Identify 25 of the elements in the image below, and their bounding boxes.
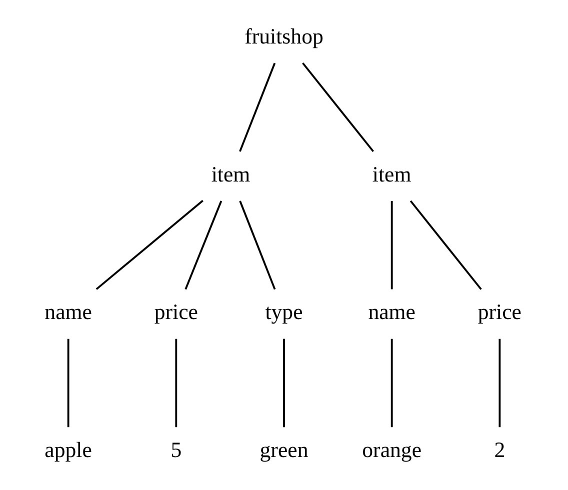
node-text: name — [44, 300, 92, 324]
node-text: type — [265, 300, 303, 324]
connector — [175, 338, 178, 428]
node-text: item — [211, 162, 250, 186]
connector — [283, 338, 285, 428]
connector — [239, 200, 276, 290]
connector — [67, 338, 70, 428]
node-text: price — [154, 300, 198, 324]
connector — [390, 200, 393, 290]
connector — [390, 338, 393, 428]
connector — [184, 200, 222, 290]
node-text: name — [368, 300, 416, 324]
node-text: fruitshop — [244, 24, 324, 48]
connector — [410, 200, 482, 290]
connector — [239, 62, 276, 152]
node-text: price — [478, 300, 522, 324]
connector — [498, 338, 501, 428]
node-text: 2 — [494, 438, 506, 462]
node-text: item — [372, 162, 412, 186]
connector — [302, 62, 374, 152]
node-text: 5 — [170, 438, 182, 462]
node-text: orange — [362, 438, 422, 462]
connector — [96, 200, 204, 290]
node-text: apple — [44, 438, 92, 462]
node-text: green — [260, 438, 308, 462]
